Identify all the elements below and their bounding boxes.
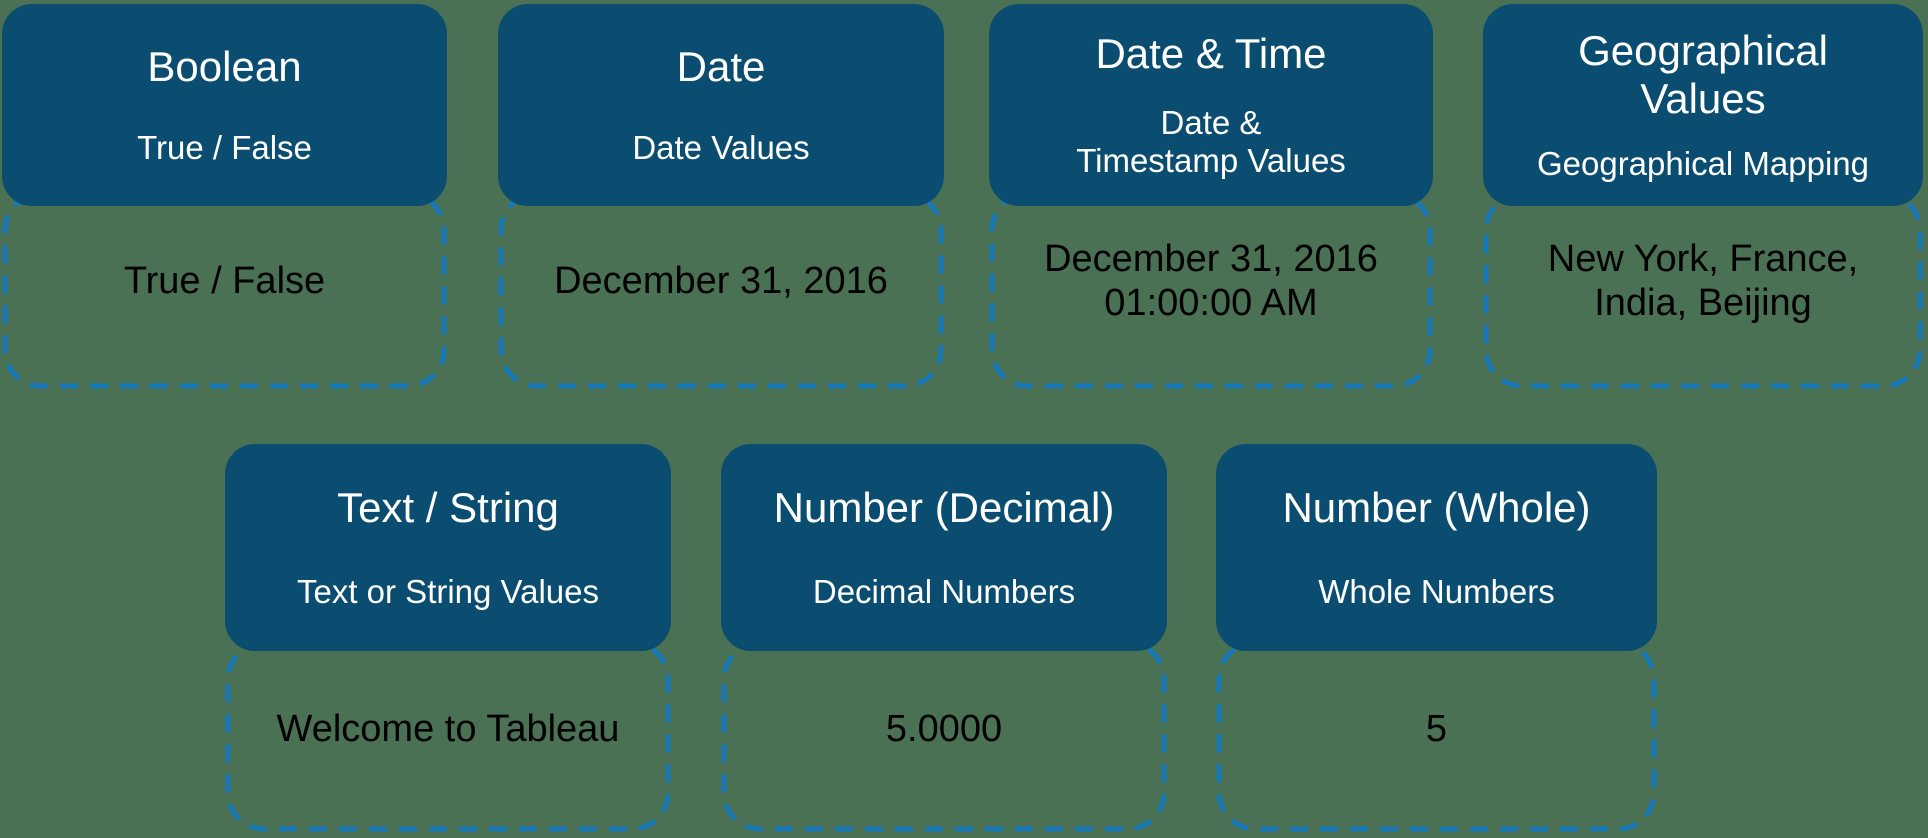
card-title: Boolean	[147, 42, 302, 90]
example-value: True / False	[123, 259, 326, 302]
example-value: New York, France, India, Beijing	[1547, 237, 1859, 324]
example-value: Welcome to Tableau	[276, 707, 620, 750]
card-title: Number (Whole)	[1282, 484, 1591, 532]
example-value: December 31, 2016	[554, 259, 888, 302]
card-header: Number (Whole) Whole Numbers	[1216, 444, 1657, 651]
card-header: Geographical Values Geographical Mapping	[1483, 4, 1923, 206]
card-geographical-values: Geographical Values Geographical Mapping…	[1483, 4, 1923, 389]
card-subtitle: Date Values	[632, 129, 810, 167]
card-subtitle: Whole Numbers	[1318, 572, 1555, 610]
card-date: Date Date Values December 31, 2016	[498, 4, 944, 389]
card-title: Date & Time	[1095, 30, 1327, 77]
card-number-decimal: Number (Decimal) Decimal Numbers 5.0000	[721, 444, 1167, 832]
card-title: Number (Decimal)	[773, 484, 1115, 532]
card-title: Text / String	[337, 484, 559, 532]
example-value: 5	[1425, 707, 1448, 750]
card-subtitle: Text or String Values	[296, 572, 600, 610]
card-boolean: Boolean True / False True / False	[2, 4, 447, 389]
card-subtitle: Date & Timestamp Values	[1076, 104, 1346, 179]
card-header: Date Date Values	[498, 4, 944, 206]
card-number-whole: Number (Whole) Whole Numbers 5	[1216, 444, 1657, 832]
example-value: December 31, 2016 01:00:00 AM	[1044, 237, 1378, 324]
card-title: Geographical Values	[1578, 26, 1828, 122]
example-value: 5.0000	[885, 707, 1003, 750]
card-header: Text / String Text or String Values	[225, 444, 671, 651]
card-text-string: Text / String Text or String Values Welc…	[225, 444, 671, 832]
card-header: Number (Decimal) Decimal Numbers	[721, 444, 1167, 651]
card-subtitle: True / False	[137, 129, 312, 167]
card-title: Date	[676, 42, 766, 90]
card-date-time: Date & Time Date & Timestamp Values Dece…	[989, 4, 1433, 389]
card-subtitle: Decimal Numbers	[812, 572, 1076, 610]
card-header: Boolean True / False	[2, 4, 447, 206]
card-header: Date & Time Date & Timestamp Values	[989, 4, 1433, 206]
card-subtitle: Geographical Mapping	[1536, 145, 1870, 183]
